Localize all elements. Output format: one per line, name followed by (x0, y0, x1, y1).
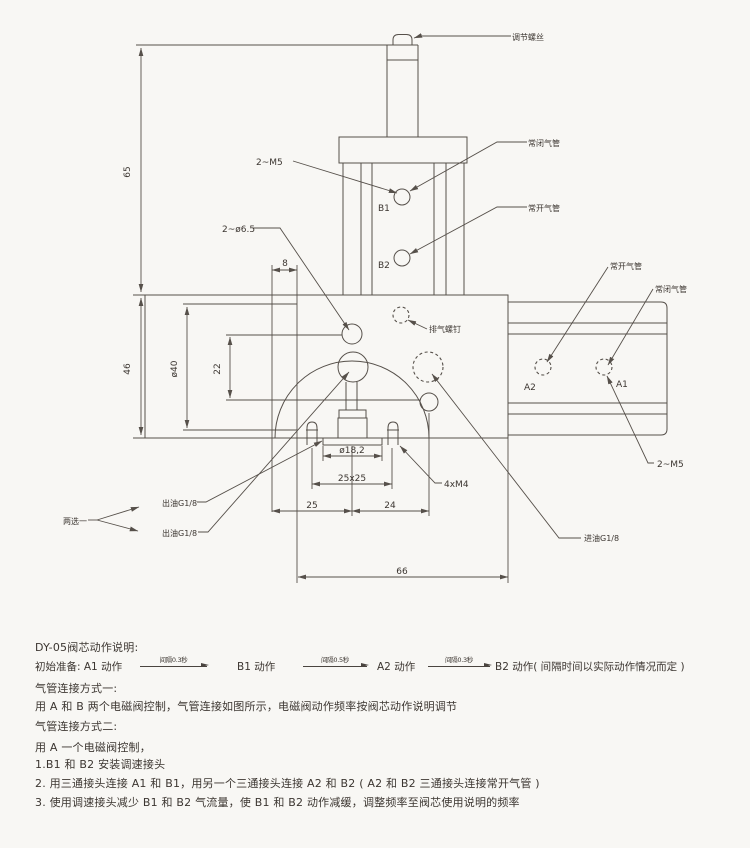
nc-pipe-a1-label: 常闭气管 (655, 284, 687, 294)
no-pipe-a2-label: 常开气管 (610, 261, 642, 271)
m5-top-label: 2~M5 (256, 158, 283, 168)
arrow-shaft (303, 663, 369, 667)
b2-label: B2 (378, 261, 390, 271)
dim-66: 66 (396, 567, 408, 577)
interval-3-label: 间隔0.3秒 (444, 656, 474, 664)
mount-hole-6-5 (341, 323, 363, 345)
seq-start: 初始准备: A1 动作 (35, 661, 123, 673)
main-block (133, 294, 509, 446)
arch-profile (274, 360, 430, 439)
dim-46: 46 (123, 363, 133, 375)
dim-24: 24 (384, 501, 396, 511)
action-sequence: 初始准备: A1 动作 间隔0.3秒 B1 动作 间隔0.5秒 A2 动作 间隔… (0, 656, 750, 676)
oil-out-port (337, 351, 369, 383)
b1-label: B1 (378, 204, 390, 214)
dim-25: 25 (306, 501, 317, 511)
dimensions: 65 46 ø40 22 8 ø18,2 25x25 25 24 66 (123, 47, 509, 580)
leader-lines (88, 33, 654, 539)
m5-bottom-label: 2~M5 (657, 460, 684, 470)
seq-step4: B2 动作( 间隔时间以实际动作情况而定 ) (495, 661, 685, 673)
base-plate (322, 437, 383, 446)
a2-label: A2 (524, 383, 536, 393)
method1-body: 用 A 和 B 两个电磁阀控制，气管连接如图所示，电磁阀动作频率按阀芯动作说明调… (35, 700, 458, 713)
notes-title: DY-05阀芯动作说明: (35, 641, 139, 654)
port-b1-hole (393, 188, 411, 206)
adjust-screw-label: 调节螺丝 (512, 32, 544, 42)
seq-step2: B1 动作 (237, 661, 276, 673)
interval-1-label: 间隔0.3秒 (159, 656, 188, 664)
m4-label: 4xM4 (444, 480, 469, 490)
method2-title: 气管连接方式二: (35, 720, 118, 733)
note-step3: 3. 使用调速接头减少 B1 和 B2 气流量，使 B1 和 B2 动作减缓，调… (35, 796, 520, 809)
method1-title: 气管连接方式一: (35, 682, 118, 695)
nc-pipe-b1-label: 常闭气管 (528, 138, 560, 148)
extension-lines (136, 44, 509, 583)
dia-6-5-label: 2~ø6.5 (222, 225, 255, 235)
seq-arrow-3: 间隔0.3秒 (428, 656, 492, 667)
arrow-shaft (140, 663, 209, 667)
small-hole (419, 392, 439, 412)
method2-body: 用 A 一个电磁阀控制， (35, 741, 151, 754)
valve-drawing: 65 46 ø40 22 8 ø18,2 25x25 25 24 66 (63, 32, 687, 583)
dim-8: 8 (282, 259, 288, 269)
note-step1: 1.B1 和 B2 安装调速接头 (35, 758, 166, 771)
dim-25x25: 25x25 (338, 474, 366, 484)
a1-label: A1 (616, 380, 628, 390)
exhaust-screw-label: 排气螺钉 (429, 324, 461, 334)
oil-in-port (412, 351, 444, 383)
port-a1-hole (595, 358, 613, 376)
cylinder-tower (338, 34, 468, 295)
oil-out-2-label: 出油G1/8 (162, 528, 197, 538)
port-b2-hole (393, 249, 411, 267)
exhaust-screw-hole (392, 306, 410, 324)
port-a2-hole (534, 358, 552, 376)
dim-40: ø40 (170, 360, 180, 377)
seq-arrow-1: 间隔0.3秒 (140, 656, 209, 667)
seq-step3: A2 动作 (377, 661, 416, 673)
dim-65: 65 (123, 166, 133, 177)
stud-left (306, 421, 318, 445)
side-rail (508, 301, 668, 436)
dim-18-2: ø18,2 (339, 446, 365, 456)
seq-arrow-2: 间隔0.5秒 (303, 656, 369, 667)
interval-2-label: 间隔0.5秒 (320, 656, 350, 664)
drawing-labels: 调节螺丝 2~M5 常闭气管 常开气管 B1 B2 2~ø6.5 排气螺钉 常开… (63, 32, 687, 543)
dim-22: 22 (213, 363, 223, 374)
stud-right (387, 421, 399, 445)
arrow-shaft (428, 663, 492, 667)
no-pipe-b2-label: 常开气管 (528, 203, 560, 213)
choose-one-label: 两选一 (63, 516, 87, 526)
oil-in-label: 进油G1/8 (584, 533, 619, 543)
oil-out-1-label: 出油G1/8 (162, 498, 197, 508)
note-step2: 2. 用三通接头连接 A1 和 B1，用另一个三通接头连接 A2 和 B2 ( … (35, 777, 540, 790)
